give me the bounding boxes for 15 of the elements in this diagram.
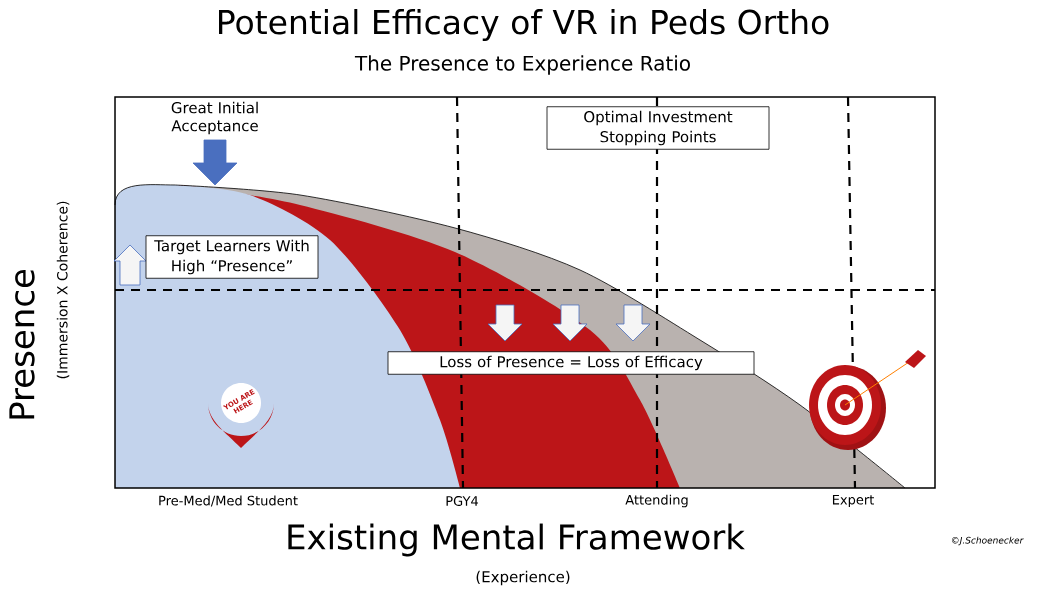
axis-title: Presence — [9, 269, 35, 419]
annotation-text: Great Initial Acceptance — [171, 101, 258, 135]
tick-label: PGY4 — [446, 496, 479, 506]
tick-label: Expert — [832, 494, 874, 508]
axis-subtitle: (Immersion X Coherence) — [56, 201, 70, 379]
subtitle: The Presence to Experience Ratio — [354, 55, 690, 75]
axis-title: Existing Mental Framework — [288, 523, 745, 557]
text-box: Target Learners With High “Presence” — [145, 235, 319, 279]
text-box: Loss of Presence = Loss of Efficacy — [387, 351, 755, 375]
tick-label: Attending — [625, 494, 688, 508]
text-box: Optimal Investment Stopping Points — [546, 106, 770, 150]
tick-label: Pre-Med/Med Student — [159, 495, 298, 507]
axis-subtitle: (Experience) — [476, 570, 570, 586]
title: Potential Efficacy of VR in Peds Ortho — [219, 9, 829, 41]
copyright-note: ©J.Schoenecker — [951, 536, 1024, 546]
